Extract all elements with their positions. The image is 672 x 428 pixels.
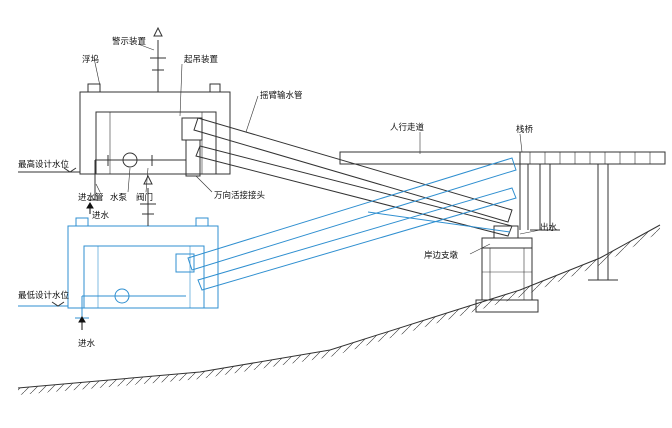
min-water-level-label: 最低设计水位	[18, 290, 70, 301]
warning-device-label: 警示装置	[112, 36, 147, 47]
inlet-pipe-label: 进水管	[78, 192, 104, 203]
swivel-pipe-label: 摇臂输水管	[260, 90, 303, 101]
trestle-label: 栈桥	[516, 124, 534, 135]
shore-support	[475, 164, 539, 313]
leader-lines	[93, 43, 541, 255]
pump-label: 水泵	[110, 192, 128, 203]
swivel-pipe-low	[187, 157, 517, 291]
pontoon-label: 浮坞	[82, 54, 99, 65]
walkway-truss	[339, 151, 521, 165]
inlet-top-label: 进水	[92, 210, 110, 221]
walkway-label: 人行走道	[390, 122, 425, 133]
inlet-arrows	[78, 202, 94, 330]
lifting-device-label: 起吊装置	[184, 54, 219, 65]
swivel-pipe-high	[193, 117, 513, 237]
water-level-markers	[18, 167, 80, 307]
ground-slope	[17, 224, 661, 395]
max-water-level-label: 最高设计水位	[18, 159, 70, 170]
universal-joint-label: 万向活接接头	[214, 190, 266, 201]
pontoon-low	[67, 174, 219, 319]
pontoon-high	[79, 26, 231, 201]
inlet-bottom-label: 进水	[78, 338, 96, 349]
shore-support-label: 岸边支墩	[424, 250, 459, 261]
trestle-structure	[519, 151, 666, 281]
outlet-label: 出水	[540, 222, 558, 233]
valve-label: 阀门	[136, 192, 153, 203]
